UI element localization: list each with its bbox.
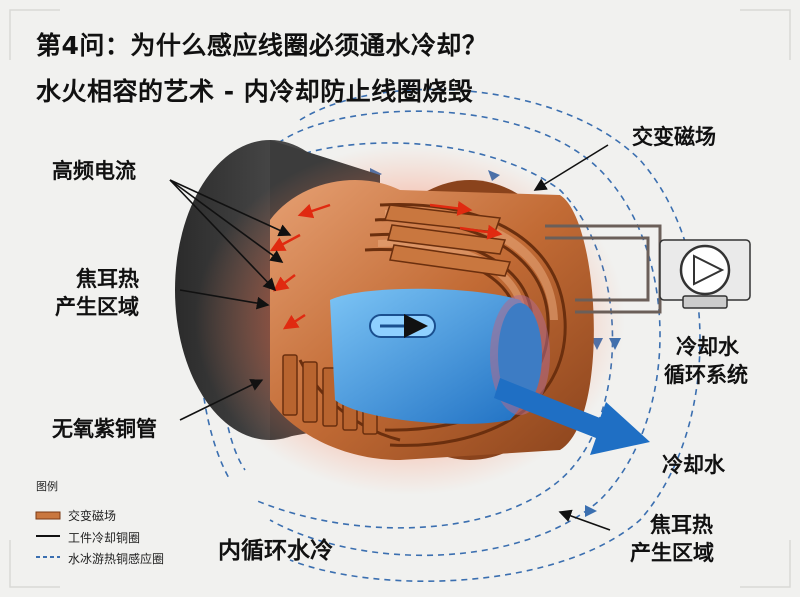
- label-joule-heat-right-1: 焦耳热: [650, 513, 713, 537]
- coil-top-fins: [383, 204, 512, 277]
- legend-item-label: 交变磁场: [68, 509, 117, 523]
- cooling-water-out-arrow: [494, 378, 650, 455]
- label-alternating-field: 交变磁场: [632, 125, 716, 149]
- label-joule-heat-right-2: 产生区域: [630, 541, 714, 565]
- label-cooling-water-out: 冷却水: [662, 453, 725, 477]
- label-cooling-system-2: 循环系统: [664, 363, 748, 387]
- label-high-freq-current: 高频电流: [52, 159, 136, 183]
- page-subtitle: 水火相容的艺术 - 内冷却防止线圈烧毁: [36, 77, 474, 106]
- legend-swatches: [35, 511, 61, 558]
- legend-item-label: 工件冷却铜圈: [68, 531, 141, 545]
- background-frame: [9, 9, 791, 588]
- label-joule-heat-left-2: 产生区域: [55, 295, 139, 319]
- label-internal-cooling: 内循环水冷: [218, 538, 333, 564]
- label-oxygen-free-copper: 无氧紫铜管: [52, 417, 157, 441]
- current-arrows: [269, 201, 503, 330]
- legend-item-label: 水冰游热铜感应圈: [68, 552, 165, 566]
- legend-item: 工件冷却铜圈: [36, 529, 140, 546]
- legend-title: 图例: [36, 480, 58, 493]
- label-joule-heat-left-1: 焦耳热: [76, 267, 139, 291]
- legend-item: 交变磁场: [36, 507, 116, 524]
- label-cooling-system-1: 冷却水: [676, 335, 739, 359]
- leader-lines: [169, 144, 611, 531]
- pump-icon: [659, 239, 751, 309]
- page-title: 第4问：为什么感应线圈必须通水冷却？: [36, 31, 488, 60]
- legend-item: 水冰游热铜感应圈: [36, 550, 164, 567]
